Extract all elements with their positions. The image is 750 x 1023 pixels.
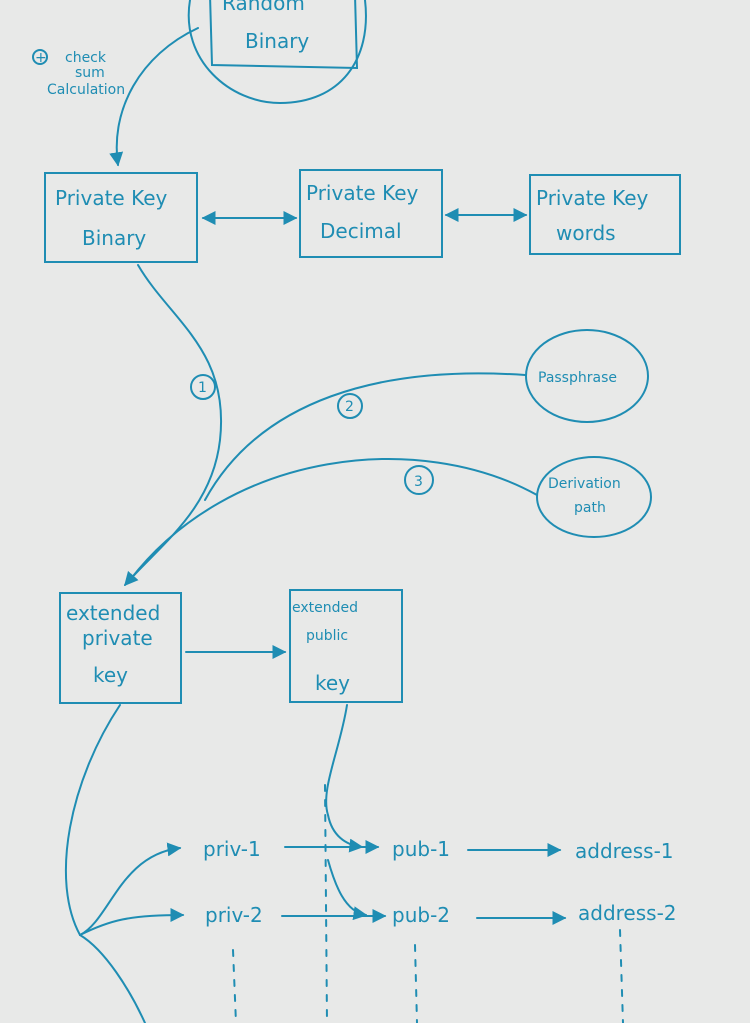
random-to-binary-arrow: [109, 27, 199, 167]
label: extended: [66, 601, 160, 625]
derivation-path-node: Derivation path: [536, 456, 652, 538]
address-1-label: address-1: [575, 839, 674, 863]
label: 3: [414, 474, 423, 490]
step-2-badge: 2: [337, 393, 363, 419]
label: Decimal: [320, 219, 402, 243]
label: Private Key: [536, 186, 649, 210]
address-continue-dashed: [619, 929, 624, 1023]
to-priv2-arrow: [79, 908, 185, 936]
label: 2: [345, 399, 354, 415]
random-binary-node: Random Binary: [187, 0, 367, 105]
random-label: Random: [222, 0, 305, 15]
plus-symbol: +: [35, 50, 47, 66]
extended-private-key-node: extended private key: [59, 592, 182, 704]
step-3-badge: 3: [404, 465, 434, 495]
label: public: [306, 628, 348, 644]
label: private: [82, 626, 153, 650]
label: key: [315, 671, 350, 695]
label: key: [93, 663, 128, 687]
private-key-binary-node: Private Key Binary: [44, 172, 198, 263]
label: words: [556, 221, 616, 245]
note-line-3: Calculation: [47, 82, 125, 98]
note-line-2: sum: [75, 65, 105, 81]
label: 1: [198, 380, 207, 396]
step-2-curve: [204, 372, 526, 501]
label: path: [574, 500, 606, 516]
label: Derivation: [548, 476, 621, 492]
label: Binary: [82, 226, 146, 250]
pub-continue-dashed: [414, 944, 418, 1023]
public-dashed-line: [324, 784, 328, 1023]
extended-public-key-node: extended public key: [289, 589, 403, 703]
private-key-words-node: Private Key words: [529, 174, 681, 255]
priv-1-label: priv-1: [203, 837, 261, 861]
private-key-decimal-node: Private Key Decimal: [299, 169, 443, 258]
checksum-note: + check sum Calculation: [32, 49, 125, 98]
public-to-pub2-arrow: [327, 859, 368, 921]
label: Passphrase: [538, 370, 617, 386]
private-trunk: [64, 704, 121, 936]
step-1-badge: 1: [190, 374, 216, 400]
to-priv1-arrow: [79, 842, 182, 936]
trunk-continue: [79, 934, 146, 1023]
pub-2-label: pub-2: [392, 903, 450, 927]
passphrase-node: Passphrase: [525, 329, 649, 423]
priv-continue-dashed: [232, 949, 237, 1023]
priv-2-label: priv-2: [205, 903, 263, 927]
step-1-curve: [124, 264, 223, 587]
note-line-1: check: [65, 50, 107, 66]
label: Private Key: [306, 181, 419, 205]
public-to-pub1-arrow: [325, 704, 364, 853]
label: Private Key: [55, 186, 168, 210]
step-3-curve: [129, 458, 538, 581]
pub-1-label: pub-1: [392, 837, 450, 861]
plus-circle-icon: [32, 49, 48, 65]
binary-label: Binary: [245, 29, 309, 53]
address-2-label: address-2: [578, 901, 677, 925]
label: extended: [292, 600, 358, 616]
